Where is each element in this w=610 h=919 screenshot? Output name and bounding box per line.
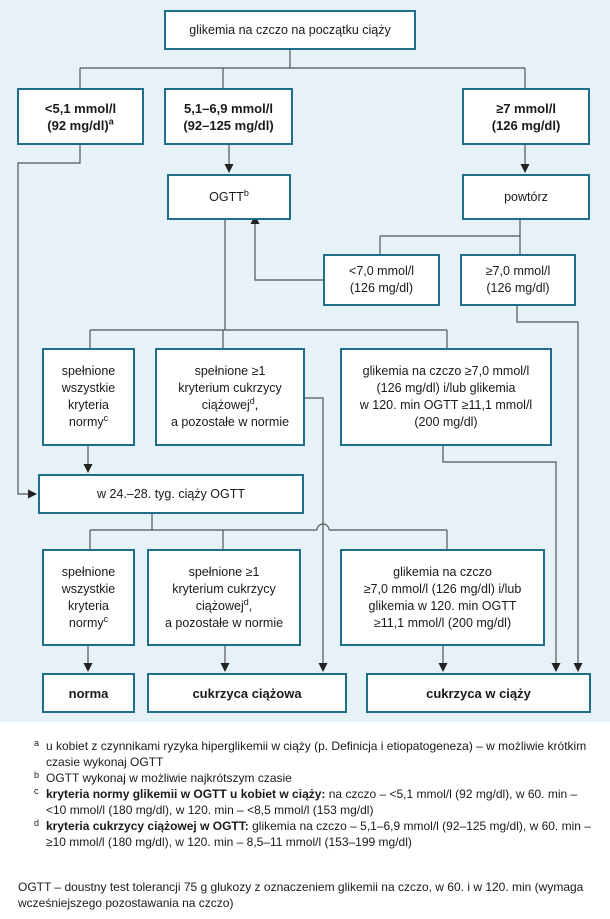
row2-norm-text: spełnione wszystkie kryteria normy (61, 564, 116, 630)
ogtt-box: OGTTb (167, 174, 291, 220)
footnote-a-mark: a (34, 738, 40, 748)
footnote-d-mark: d (34, 818, 40, 828)
outcome-norma-box: norma (42, 673, 135, 713)
ogtt-sup: b (243, 187, 249, 198)
row1-gdm-sup: d (249, 395, 255, 406)
repeat-box: powtórz (462, 174, 590, 220)
footnote-d-text: glikemia na czczo – 5,1–6,9 mmol/l (92–1… (46, 819, 591, 849)
footnote-c-bold: kryteria normy glikemii w OGTT u kobiet … (46, 787, 326, 801)
outcome-gdm-box: cukrzyca ciążowa (147, 673, 347, 713)
low-sup: a (108, 116, 114, 127)
week-ogtt-box: w 24.–28. tyg. ciąży OGTT (38, 474, 304, 514)
footnote-b: b OGTT wykonaj w możliwie najkrótszym cza… (34, 770, 594, 786)
footnote-c-text: na czczo – <5,1 mmol/l (92 mg/dl), w 60.… (46, 787, 578, 817)
row2-norm-sup: c (103, 613, 109, 624)
connector-lines (17, 50, 583, 672)
row2-dip-box: glikemia na czczo ≥7,0 mmol/l (126 mg/dl… (340, 549, 545, 646)
flowchart-panel: glikemia na czczo na początku ciąży <5,1… (0, 0, 610, 722)
low-line1: <5,1 mmol/l (44, 100, 117, 116)
row1-gdm-text-b: , a pozostałe w normie (170, 398, 290, 429)
footnote-c-mark: c (34, 786, 39, 796)
row1-gdm-box: spełnione ≥1 kryterium cukrzycy ciążowej… (155, 348, 305, 446)
footnote-d: d kryteria cukrzycy ciążowej w OGTT: glik… (34, 818, 594, 850)
link-low-week (17, 145, 81, 499)
outcome-dip-box: cukrzyca w ciąży (366, 673, 591, 713)
link-retry-ogtt (250, 215, 323, 281)
ogtt-label: OGTT (209, 189, 244, 204)
row2-norm-box: spełnione wszystkie kryteria normyc (42, 549, 135, 646)
link-ogtt-row1 (89, 220, 448, 348)
start-box: glikemia na czczo na początku ciąży (164, 10, 416, 50)
row1-norm-box: spełnione wszystkie kryteria normyc (42, 348, 135, 446)
row2-gdm-box: spełnione ≥1 kryterium cukrzycy ciążowej… (147, 549, 301, 646)
link-r1dip-out (442, 446, 561, 672)
mid-glucose-box: 5,1–6,9 mmol/l (92–125 mg/dl) (164, 88, 293, 145)
link-week-row2 (89, 514, 448, 549)
footnote-b-mark: b (34, 770, 40, 780)
footnote-c: c kryteria normy glikemii w OGTT u kobiet… (34, 786, 594, 818)
row2-gdm-text-a: spełnione ≥1 kryterium cukrzycy ciążowej (172, 564, 276, 613)
footnote-a-text: u kobiet z czynnikami ryzyka hiperglikem… (46, 739, 587, 769)
link-repeat-split (379, 220, 521, 254)
footnote-d-bold: kryteria cukrzycy ciążowej w OGTT: (46, 819, 249, 833)
link-r1gdm-out (305, 397, 328, 672)
row2-gdm-sup: d (243, 596, 249, 607)
link-start-split (79, 50, 526, 88)
row1-gdm-text-a: spełnione ≥1 kryterium cukrzycy ciążowej (178, 364, 282, 412)
row1-norm-sup: c (103, 412, 109, 423)
link-repeathigh-out (516, 306, 583, 672)
row1-norm-text: spełnione wszystkie kryteria normy (61, 364, 116, 429)
footnotes: a u kobiet z czynnikami ryzyka hiperglike… (34, 738, 594, 850)
high-glucose-box: ≥7 mmol/l (126 mg/dl) (462, 88, 590, 145)
row2-gdm-text-b: , a pozostałe w normie (164, 598, 284, 630)
footnote-a: a u kobiet z czynnikami ryzyka hiperglike… (34, 738, 594, 770)
low-glucose-box: <5,1 mmol/l(92 mg/dl)a (17, 88, 144, 145)
footnote-b-text: OGTT wykonaj w możliwie najkrótszym czas… (46, 771, 292, 785)
row1-dip-box: glikemia na czczo ≥7,0 mmol/l (126 mg/dl… (340, 348, 552, 446)
low-line2: (92 mg/dl) (47, 117, 109, 133)
ogtt-definition: OGTT – doustny test tolerancji 75 g gluk… (18, 880, 584, 910)
repeat-low-box: <7,0 mmol/l (126 mg/dl) (323, 254, 440, 306)
repeat-high-box: ≥7,0 mmol/l (126 mg/dl) (460, 254, 576, 306)
